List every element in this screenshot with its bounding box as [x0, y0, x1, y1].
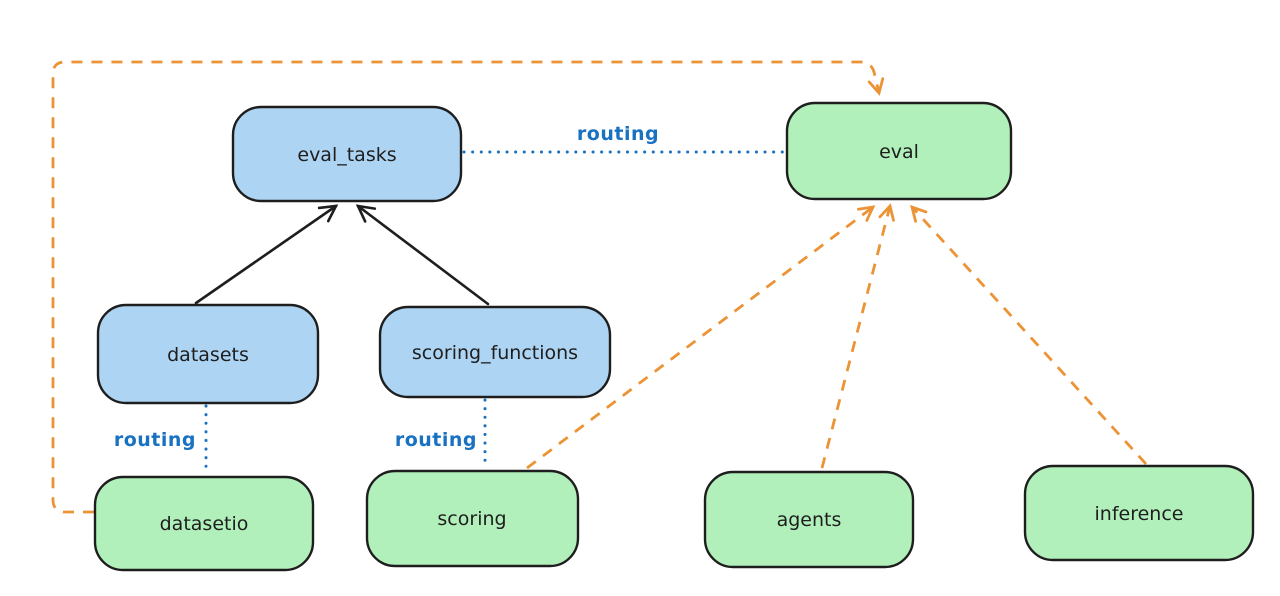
edge-datasetio-eval: [51, 60, 885, 514]
node-eval-tasks-box: [231, 105, 463, 203]
edge-scoring-eval: [526, 205, 876, 470]
node-datasets-box: [96, 303, 320, 405]
edge-agents-eval: [820, 203, 895, 469]
node-inference-box: [1023, 464, 1255, 562]
routing-label-top: routing: [577, 123, 659, 145]
node-scoring-label: scoring: [437, 508, 506, 530]
node-scoring-functions: scoring_functions: [378, 305, 612, 399]
node-scoring-functions-box: [378, 305, 612, 399]
nodes-layer: eval_tasks eval datasets scoring_functio…: [93, 101, 1255, 572]
node-eval-tasks: eval_tasks: [231, 105, 463, 203]
node-inference: inference: [1023, 464, 1255, 562]
node-agents: agents: [703, 470, 915, 569]
node-eval-tasks-label: eval_tasks: [297, 144, 396, 166]
node-scoring: scoring: [365, 469, 580, 568]
node-datasetio: datasetio: [93, 475, 315, 572]
routing-label-datasets: routing: [114, 429, 196, 451]
node-datasets-label: datasets: [167, 344, 249, 366]
node-eval-label: eval: [879, 141, 919, 163]
edge-datasets-eval-tasks: [194, 204, 339, 305]
node-agents-box: [703, 470, 915, 569]
edge-inference-eval: [910, 204, 1148, 465]
node-datasets: datasets: [96, 303, 320, 405]
node-datasetio-label: datasetio: [160, 513, 249, 535]
node-datasetio-box: [93, 475, 315, 572]
node-scoring-box: [365, 469, 580, 568]
edges-layer: [51, 60, 1148, 514]
node-eval: eval: [785, 101, 1013, 201]
node-eval-box: [785, 101, 1013, 201]
node-inference-label: inference: [1095, 503, 1184, 525]
edge-scoring-functions-eval-tasks: [355, 204, 490, 306]
node-scoring-functions-label: scoring_functions: [412, 342, 578, 364]
node-agents-label: agents: [777, 509, 842, 531]
routing-label-scoring-functions: routing: [395, 429, 477, 451]
